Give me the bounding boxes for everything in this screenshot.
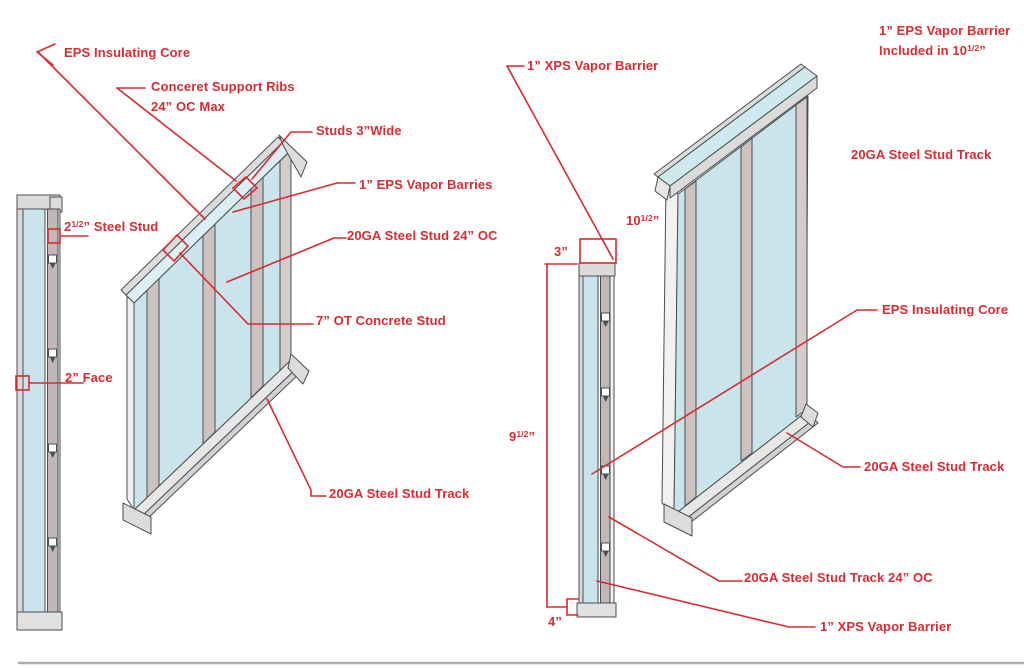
- label-eps-insulating-core-right: EPS Insulating Core: [882, 302, 1009, 317]
- leader-track-24oc: [608, 516, 743, 582]
- fastener-clip: [48, 254, 57, 269]
- label-xps-vapor-barrier-bottom: 1” XPS Vapor Barrier: [820, 619, 952, 634]
- bottom-track-end: [800, 403, 819, 428]
- leader-xps-bottom: [596, 580, 816, 628]
- label-stud-track-top-right: 20GA Steel Stud Track: [851, 147, 992, 162]
- leader-concrete-stud: [179, 252, 314, 325]
- top-track-face: [669, 75, 818, 199]
- bottom-track-end: [122, 502, 152, 535]
- fastener-clip: [48, 443, 57, 458]
- label-steel-stud-24oc: 20GA Steel Stud 24” OC: [347, 228, 498, 243]
- label-stud-track-left: 20GA Steel Stud Track: [329, 486, 470, 501]
- fastener-clip: [601, 542, 610, 557]
- stud: [250, 176, 264, 399]
- label-dim-3: 3”: [554, 244, 568, 259]
- label-dim-9half: 91/2”: [509, 428, 536, 445]
- leader-studs-wide: [251, 131, 292, 180]
- leader-track-mid: [786, 432, 861, 468]
- left-isometric-panel: [120, 134, 310, 535]
- label-eps-included: 1” EPS Vapor Barrier Included in 101/2”: [879, 23, 1011, 58]
- highlight-steel-stud-2half: [47, 228, 61, 244]
- fastener-clip: [601, 387, 610, 402]
- label-stud-track-24oc: 20GA Steel Stud Track 24” OC: [744, 570, 933, 585]
- stud: [740, 137, 753, 462]
- label-2-face: 2” Face: [65, 370, 113, 385]
- highlight-top-track: [579, 238, 617, 264]
- fastener-clip: [601, 312, 610, 327]
- edge-stud: [279, 149, 292, 372]
- highlight-rib-2: [161, 233, 190, 263]
- highlight-rib-1: [231, 175, 259, 201]
- leader-track-left: [266, 398, 327, 497]
- label-stud-track-mid-right: 20GA Steel Stud Track: [864, 459, 1005, 474]
- edge-stud: [795, 96, 808, 418]
- dim-4-bracket: [566, 598, 579, 616]
- leader-eps-core-left: [37, 51, 206, 220]
- leader-xps-top: [506, 65, 614, 260]
- leader-steel-stud-24oc: [226, 237, 335, 283]
- label-dim-10half: 101/2”: [626, 212, 660, 229]
- top-track-end: [654, 176, 671, 201]
- label-2half-steel-stud: 21/2” Steel Stud: [64, 218, 159, 235]
- stud: [146, 277, 160, 499]
- right-side-view-panel: [576, 262, 617, 618]
- left-side-view-panel: [16, 194, 63, 631]
- stud: [202, 223, 216, 445]
- stud: [684, 180, 697, 507]
- leader-eps-core-right: [591, 309, 858, 475]
- right-isometric-panel: [653, 63, 819, 537]
- fastener-clip: [48, 348, 57, 363]
- label-studs-3-wide: Studs 3”Wide: [316, 123, 402, 138]
- label-eps-vapor-barrier-left: 1” EPS Vapor Barries: [359, 177, 493, 192]
- label-eps-insulating-core-left: EPS Insulating Core: [64, 45, 191, 60]
- leader-eps-vapor: [232, 182, 338, 213]
- label-7-concrete-stud: 7” OT Concrete Stud: [316, 313, 446, 328]
- label-concrete-support-ribs: Conceret Support Ribs 24” OC Max: [151, 79, 295, 114]
- highlight-face: [15, 375, 30, 391]
- bottom-track-end: [663, 503, 693, 537]
- label-xps-vapor-barrier-top: 1” XPS Vapor Barrier: [527, 58, 659, 73]
- leader-support-ribs: [116, 87, 237, 182]
- label-dim-4: 4”: [548, 614, 562, 629]
- fastener-clip: [48, 537, 57, 552]
- bottom-track-end: [287, 353, 310, 385]
